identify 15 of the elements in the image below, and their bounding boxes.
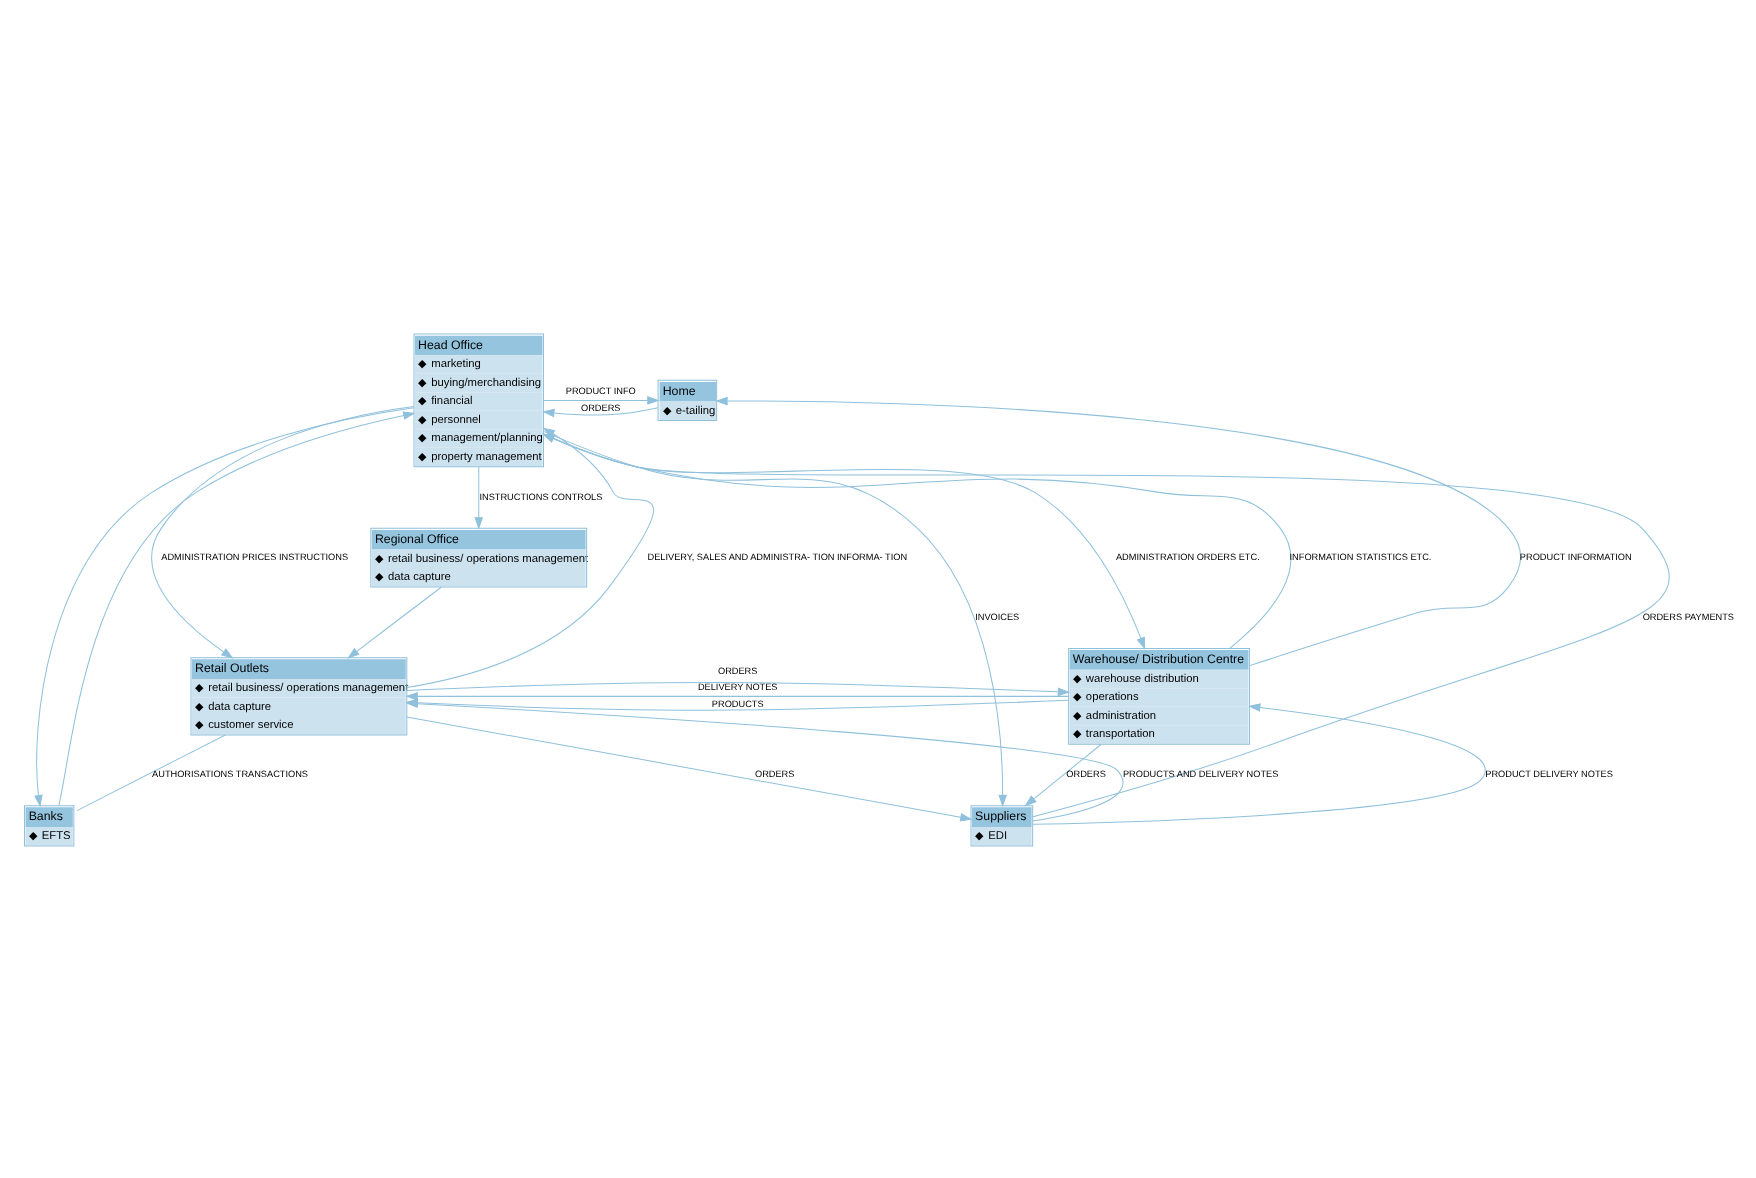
arrow (474, 465, 484, 529)
arrow (1024, 742, 1102, 806)
arrow (542, 432, 1292, 648)
arrow (405, 691, 1069, 700)
arrow (715, 395, 1522, 666)
arrow (542, 406, 659, 417)
arrow (347, 585, 442, 658)
connector (76, 733, 226, 811)
arrow (542, 432, 1669, 817)
arrow (543, 395, 660, 404)
arrow (406, 680, 1071, 696)
arrow (543, 429, 1008, 807)
arrow (406, 715, 973, 821)
arrow (543, 432, 1146, 649)
arrow (151, 405, 415, 658)
